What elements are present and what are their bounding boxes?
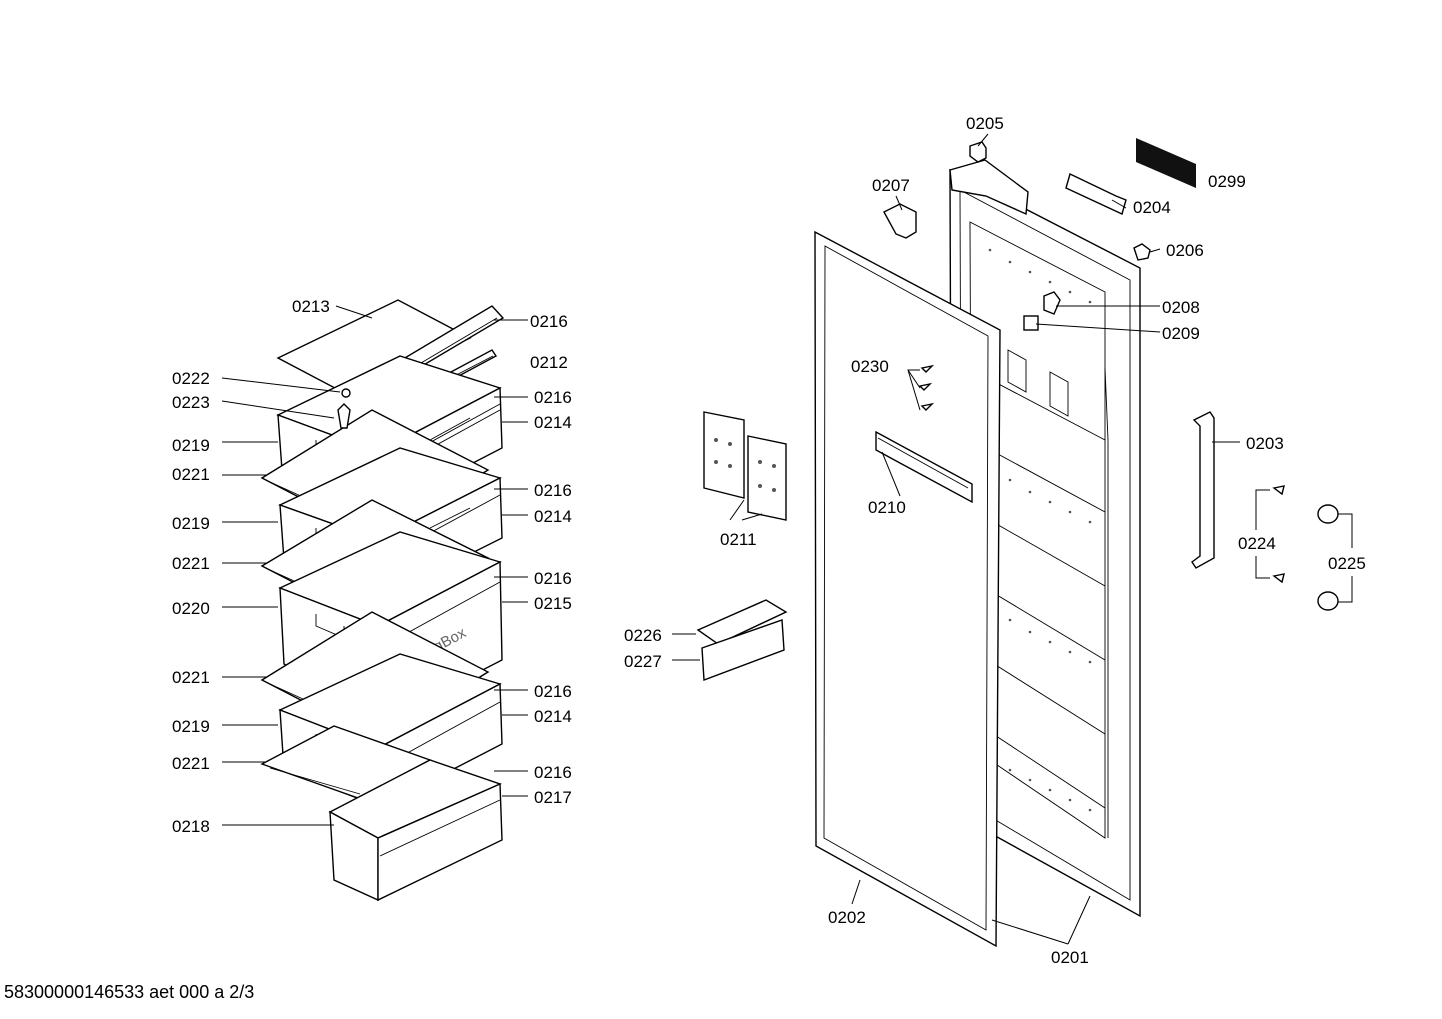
- door-assembly: [696, 138, 1339, 948]
- callout-label: 0220: [172, 599, 210, 618]
- callout-label: 0219: [172, 717, 210, 736]
- callout-label: 0221: [172, 668, 210, 687]
- callout-label: 0216: [534, 481, 572, 500]
- callout-label: 0219: [172, 436, 210, 455]
- callout-label: 0216: [530, 312, 568, 331]
- callout-label: 0211: [720, 530, 757, 549]
- cap-0225-top: [1317, 504, 1339, 524]
- callout-label: 0216: [534, 569, 572, 588]
- callout-label: 0204: [1133, 198, 1171, 217]
- hinge-0205: [969, 141, 987, 163]
- callout-label: 0222: [172, 369, 210, 388]
- callout-label: 0208: [1162, 298, 1200, 317]
- callout-label: 0299: [1208, 172, 1246, 191]
- cover-0207: [883, 203, 917, 239]
- callout-label: 0225: [1328, 554, 1366, 573]
- door-top-rail: [949, 159, 1029, 216]
- callout-label: 0210: [868, 498, 906, 517]
- screw-0224-top: [1272, 485, 1285, 496]
- leader-lines: [221, 133, 1353, 945]
- part-0208: [1043, 291, 1061, 315]
- callout-label: 0218: [172, 817, 210, 836]
- callout-label: 0212: [530, 353, 568, 372]
- cold-packs-0211: [703, 411, 787, 521]
- cap-0225-bottom: [1317, 591, 1339, 611]
- drawer-bottom: [328, 759, 503, 902]
- door-handle-0203: [1191, 411, 1215, 569]
- callout-label: 0209: [1162, 324, 1200, 343]
- cover-0204: [1065, 173, 1127, 215]
- callout-label: 0223: [172, 393, 210, 412]
- callout-label: 0206: [1166, 241, 1204, 260]
- callout-label: 0227: [624, 652, 662, 671]
- door-gasket: [814, 230, 1001, 948]
- callout-label: 0214: [534, 507, 572, 526]
- callout-label: 0221: [172, 465, 210, 484]
- screws-0230: [918, 364, 935, 411]
- hinge-0206: [1133, 243, 1151, 261]
- callout-label: 0230: [851, 357, 889, 376]
- clip-0223: [337, 403, 351, 429]
- callout-labels: 0213 0216 0212 0222 0223 0216 0214 0219 …: [172, 114, 1366, 967]
- callout-label: 0216: [534, 388, 572, 407]
- callout-label: 0216: [534, 763, 572, 782]
- callout-label: 0214: [534, 707, 572, 726]
- callout-label: 0205: [966, 114, 1004, 133]
- drawer-stack: BigBox: [260, 299, 505, 902]
- callout-label: 0224: [1238, 534, 1276, 553]
- callout-label: 0202: [828, 908, 866, 927]
- callout-label: 0213: [292, 297, 330, 316]
- door-handle-bar: [875, 430, 973, 504]
- callout-label: 0207: [872, 176, 910, 195]
- screw-0222: [341, 388, 351, 398]
- callout-label: 0217: [534, 788, 572, 807]
- part-0209: [1023, 315, 1039, 331]
- ice-tray-0226: [696, 599, 788, 645]
- callout-label: 0226: [624, 626, 662, 645]
- callout-label: 0216: [534, 682, 572, 701]
- callout-label: 0201: [1051, 948, 1089, 967]
- callout-label: 0219: [172, 514, 210, 533]
- callout-label: 0221: [172, 754, 210, 773]
- callout-label: 0215: [534, 594, 572, 613]
- ice-box-0227: [701, 619, 785, 681]
- label-0299: [1136, 138, 1196, 188]
- callout-label: 0221: [172, 554, 210, 573]
- door-panel-dots: [988, 248, 1092, 812]
- screw-0224-bottom: [1272, 573, 1285, 584]
- callout-label: 0214: [534, 413, 572, 432]
- callout-label: 0203: [1246, 434, 1284, 453]
- document-id: 58300000146533 aet 000 a 2/3: [4, 982, 254, 1002]
